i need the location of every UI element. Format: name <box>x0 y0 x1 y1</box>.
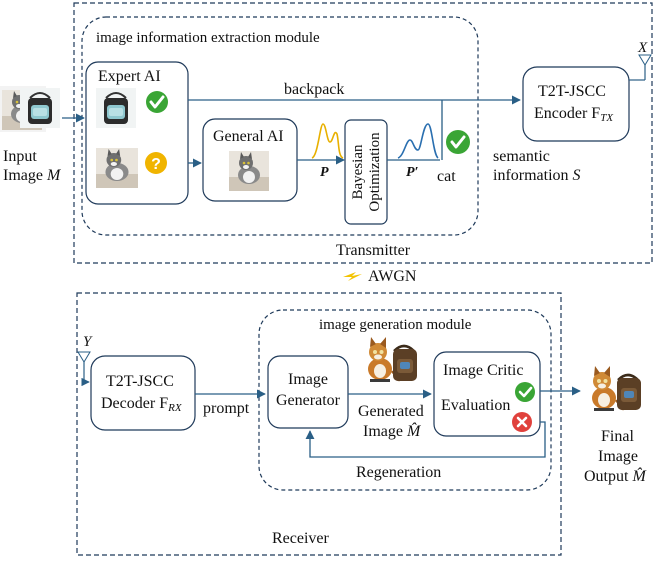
input-label-line2: Image M <box>3 167 62 184</box>
p-prime-curve <box>397 123 439 159</box>
generated-label-line2: Image M̂ <box>363 421 422 440</box>
antenna-icon <box>629 54 652 81</box>
expert-ai-box <box>85 61 189 205</box>
bayesian-box <box>344 119 388 225</box>
semantic-label-line2: information S <box>493 167 581 184</box>
input-label-line1: Input <box>3 148 37 165</box>
expert-backpack-image <box>95 87 137 129</box>
cat-label: cat <box>437 168 456 185</box>
decoder-label-line1: T2T-JSCC <box>106 373 174 390</box>
extraction-module-box <box>81 16 479 236</box>
regeneration-loop <box>305 421 546 458</box>
antenna-icon <box>77 351 91 387</box>
receiver-frame <box>76 292 562 556</box>
generation-module-box <box>258 309 552 491</box>
svg-text:?: ? <box>151 156 161 173</box>
decoder-box <box>90 355 196 431</box>
p-curve <box>311 123 344 159</box>
encoder-box <box>522 66 630 142</box>
prompt-label: prompt <box>203 400 250 417</box>
cross-icon <box>512 412 532 432</box>
input-backpack-image <box>19 87 61 129</box>
check-icon <box>146 91 168 113</box>
check-icon <box>446 130 470 154</box>
bayesian-label-line1: Bayesian <box>350 144 366 199</box>
transmitter-frame <box>73 2 653 264</box>
generator-box <box>267 355 349 429</box>
general-cat-image <box>229 151 269 191</box>
general-ai-label: General AI <box>213 128 284 145</box>
awgn-label: AWGN <box>368 268 417 285</box>
bayesian-label-line2: Optimization <box>367 132 383 212</box>
regeneration-label: Regeneration <box>356 464 441 481</box>
final-label-line2: Image <box>598 448 638 465</box>
p-label: P <box>320 165 329 180</box>
generated-label-line1: Generated <box>358 403 424 420</box>
generator-label-line2: Generator <box>276 392 341 409</box>
generator-label-line1: Image <box>288 371 328 388</box>
encoder-label-line2: Encoder FTX <box>534 105 614 124</box>
final-image <box>590 364 643 413</box>
generation-module-title: image generation module <box>319 317 472 333</box>
generated-image <box>366 335 419 384</box>
expert-cat-image <box>96 148 138 188</box>
antenna-y-label: Y <box>83 334 93 350</box>
semantic-label-line1: semantic <box>493 148 550 165</box>
check-icon <box>515 382 535 402</box>
final-label-line1: Final <box>601 428 634 445</box>
receiver-label: Receiver <box>272 530 330 547</box>
expert-ai-label: Expert AI <box>98 68 161 85</box>
backpack-label: backpack <box>284 81 344 98</box>
critic-box <box>433 351 541 437</box>
p-prime-label: P′ <box>406 165 419 180</box>
transmitter-label: Transmitter <box>336 242 411 259</box>
extraction-module-title: image information extraction module <box>96 30 320 46</box>
question-icon: ? <box>145 152 167 174</box>
antenna-x-label: X <box>637 40 648 56</box>
lightning-icon <box>343 272 362 281</box>
decoder-label-line2: Decoder FRX <box>101 395 183 414</box>
critic-label-line1: Image Critic <box>443 362 523 379</box>
encoder-label-line1: T2T-JSCC <box>538 83 606 100</box>
final-label-line3: Output M̂ <box>584 466 647 485</box>
critic-label-line2: Evaluation <box>441 397 510 414</box>
